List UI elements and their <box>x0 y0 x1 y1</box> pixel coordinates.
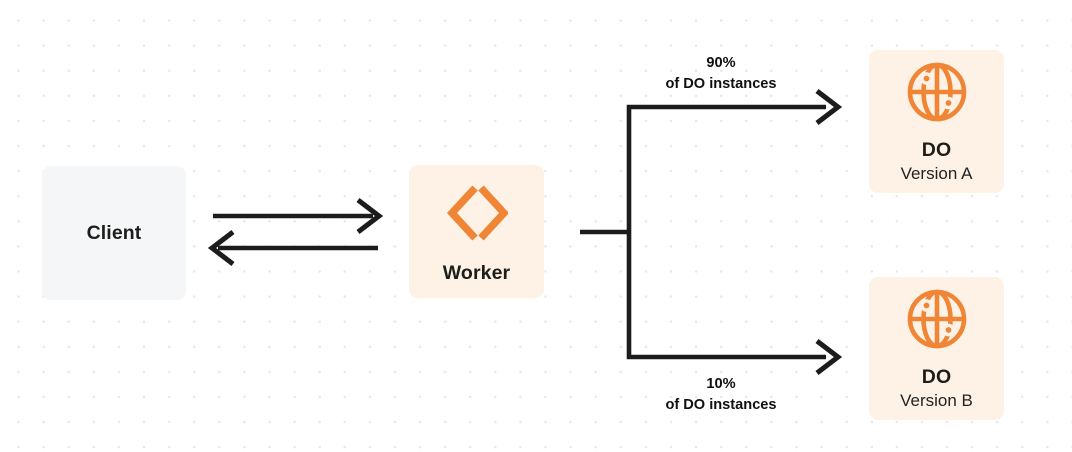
edge-top-percent: 90% <box>706 55 736 71</box>
cloudflare-workers-logo-icon <box>446 182 509 249</box>
edge-bottom-caption: of DO instances <box>665 396 777 413</box>
edge-branch-top <box>626 104 826 232</box>
node-client-label: Client <box>86 221 142 244</box>
arrowhead-to-worker <box>356 198 384 234</box>
node-worker[interactable]: Worker <box>409 165 544 298</box>
node-do-a[interactable]: DO Version A <box>869 50 1004 193</box>
node-do-b[interactable]: DO Version B <box>869 277 1004 420</box>
node-client[interactable]: Client <box>42 166 186 300</box>
arrowhead-to-do-b <box>815 339 843 375</box>
node-do-b-sublabel: Version B <box>900 390 973 410</box>
node-worker-label: Worker <box>442 262 511 285</box>
globe-icon <box>906 61 968 128</box>
arrowhead-to-do-a <box>815 89 843 125</box>
edge-label-top: 90% of DO instances <box>597 53 845 94</box>
globe-icon <box>906 288 968 355</box>
node-do-b-label: DO <box>921 366 952 389</box>
arrowhead-to-client <box>207 230 235 266</box>
node-do-a-label: DO <box>921 139 952 162</box>
node-do-a-sublabel: Version A <box>900 163 973 183</box>
edge-branch-bottom <box>626 232 826 360</box>
edge-bottom-percent: 10% <box>706 376 736 392</box>
edge-label-bottom: 10% of DO instances <box>597 374 845 415</box>
edge-top-caption: of DO instances <box>665 75 777 92</box>
